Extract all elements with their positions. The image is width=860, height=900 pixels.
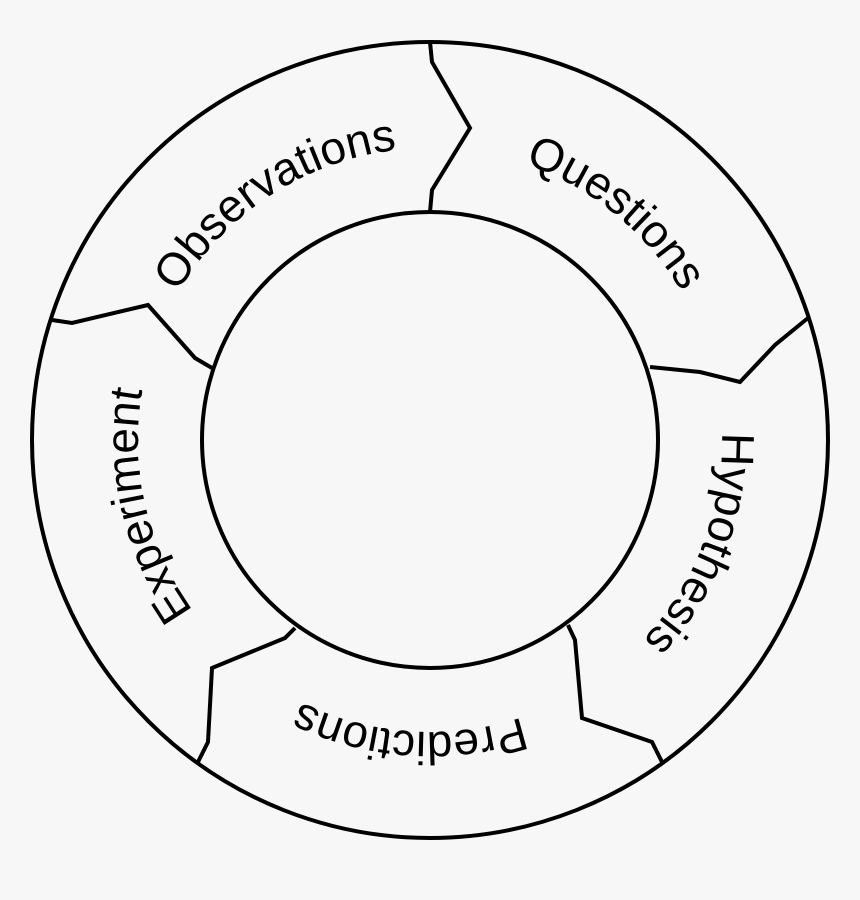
stage-label-questions: Questions: [521, 124, 717, 297]
divider-hypothesis-predictions: [566, 624, 664, 763]
divider-predictions-experiment: [196, 626, 297, 763]
stage-label-observations: Observations: [142, 108, 398, 298]
inner-circle: [200, 210, 660, 670]
stage-label-predictions: Predictions: [283, 693, 533, 774]
divider-observations-questions: [428, 41, 473, 213]
outer-circle: [30, 40, 830, 840]
divider-questions-hypothesis: [649, 316, 810, 385]
stage-label-experiment: Experiment: [96, 383, 201, 633]
divider-experiment-observations: [51, 302, 214, 370]
